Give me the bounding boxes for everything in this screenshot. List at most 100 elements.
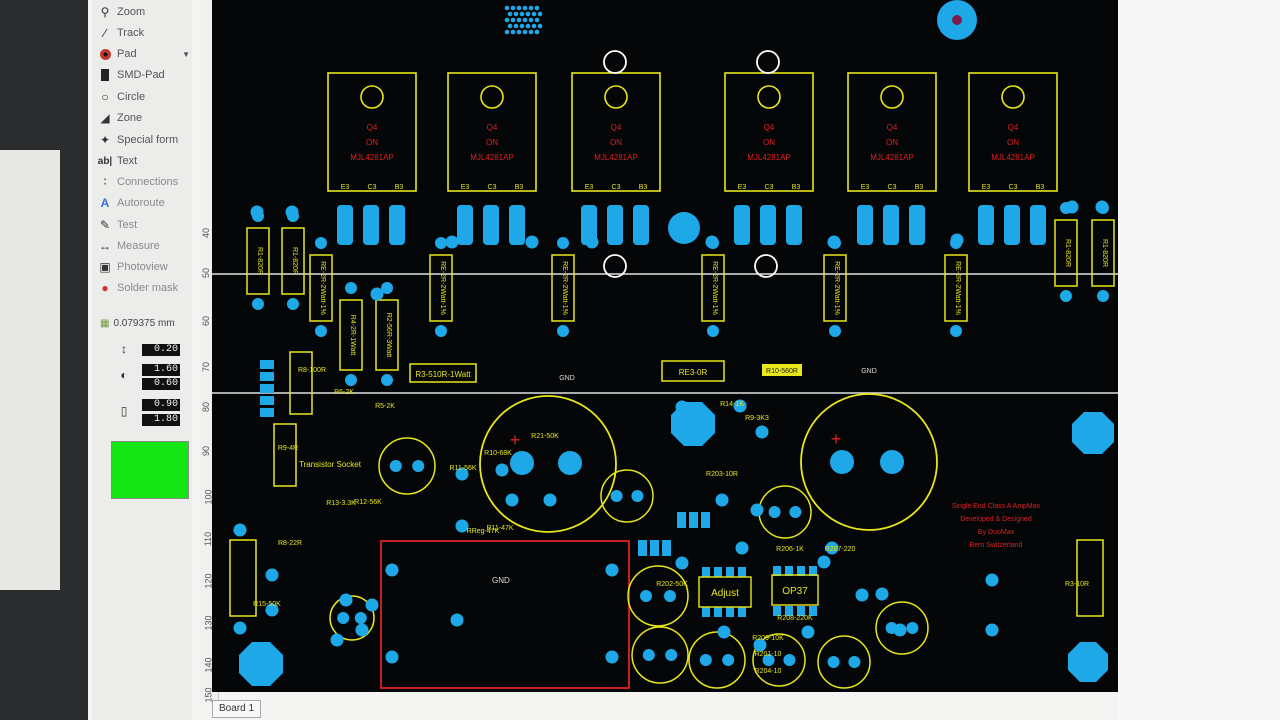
component-label: R5-2K <box>375 403 395 410</box>
header-pin <box>260 396 274 405</box>
active-layer-color[interactable] <box>111 441 189 499</box>
resistor-footprint[interactable]: R1-820R <box>1054 202 1078 302</box>
component-label: R11-56K <box>449 465 476 472</box>
window-blank-area <box>1118 0 1280 720</box>
resistor-footprint[interactable]: R1-820R <box>1091 202 1115 302</box>
transistor-part: MJL4281AP <box>991 153 1035 162</box>
smd-height-value[interactable]: 1.80 <box>142 414 180 426</box>
resistor-footprint[interactable]: RE-2R-2Watt-1% <box>429 237 453 337</box>
pad <box>640 590 652 602</box>
component-label: R203-10R <box>706 471 738 478</box>
tool-measure[interactable]: ↔Measure <box>99 239 160 253</box>
tool-special-form[interactable]: ✦Special form <box>99 133 179 147</box>
resistor-outline <box>429 254 453 322</box>
tool-circle[interactable]: ○Circle <box>98 87 190 107</box>
capacitor-outline <box>800 393 938 531</box>
dropdown-arrow-icon[interactable]: ▼ <box>182 49 190 59</box>
via <box>507 23 513 29</box>
resistor-footprint[interactable]: R4-2R-1Watt <box>339 282 363 386</box>
pin-pad <box>978 205 994 245</box>
pad <box>906 622 919 634</box>
tool-smd-pad[interactable]: SMD-Pad <box>98 65 190 85</box>
tool-test[interactable]: ✎Test <box>99 218 138 232</box>
resistor-footprint[interactable]: RE-2R-2Watt-1% <box>551 237 575 337</box>
resistor-footprint[interactable]: RE-2R-2Watt-1% <box>944 237 968 337</box>
resistor-outline <box>701 254 725 322</box>
transistor-ref: Q4 <box>887 123 898 132</box>
pad <box>287 298 299 310</box>
tool-pad[interactable]: Pad▼ <box>98 44 190 64</box>
pad <box>722 654 735 666</box>
polarity-plus: + <box>510 430 521 450</box>
tool-text[interactable]: ab|Text <box>97 155 138 167</box>
pad <box>605 650 619 664</box>
smd-width-value[interactable]: 0.90 <box>142 399 180 411</box>
pad <box>880 450 904 474</box>
pad <box>557 237 569 249</box>
tool-solder-mask[interactable]: ●Solder mask <box>98 278 190 298</box>
tab-board-1[interactable]: Board 1 <box>212 700 262 718</box>
ruler-tick: 40 <box>201 227 212 239</box>
pad <box>450 613 464 627</box>
via <box>537 23 543 29</box>
tool-zone[interactable]: ◢Zone <box>98 108 190 128</box>
trimmer-label: Adjust <box>711 588 739 599</box>
tool-photoview[interactable]: ▣Photoview <box>99 260 168 274</box>
capacitor-outline <box>479 395 617 533</box>
pad <box>339 593 353 607</box>
ic-label: OP37 <box>782 586 808 597</box>
ic-pin <box>714 567 722 577</box>
pad <box>370 287 384 301</box>
transistor-mfr: ON <box>763 138 775 147</box>
resistor-footprint[interactable]: R2-56R-3Watt <box>375 282 399 386</box>
transistor-part: MJL4281AP <box>594 153 638 162</box>
via <box>510 17 516 23</box>
component-label: R204-10 <box>755 668 782 675</box>
resistor-footprint[interactable]: RE-2R-2Watt-1% <box>701 237 725 337</box>
pad <box>1097 290 1109 302</box>
capacitor-outline <box>688 631 746 689</box>
tool-zoom[interactable]: ⚲Zoom <box>98 2 190 22</box>
grid-icon: ▦ <box>100 318 110 329</box>
resistor-footprint[interactable]: R1-820R <box>281 210 305 310</box>
text-icon: ab| <box>97 155 113 167</box>
component-label: R15-50K <box>253 601 281 608</box>
pin-label: E3 <box>585 184 594 191</box>
resistor-footprint[interactable]: R1-820R <box>246 210 270 310</box>
resistor-footprint[interactable]: RE-2R-2Watt-1% <box>309 237 333 337</box>
pad <box>455 467 469 481</box>
transistor-ref: Q4 <box>1008 123 1019 132</box>
capacitor-outline <box>329 595 375 641</box>
component-label: R202-50K <box>656 581 688 588</box>
track-width-value[interactable]: 0.20 <box>142 344 180 356</box>
pad <box>631 490 644 502</box>
ic-pin <box>702 607 710 617</box>
tool-track[interactable]: ∕Track <box>98 23 190 43</box>
grid-size[interactable]: ▦ 0.079375 mm <box>100 318 175 329</box>
transistor-ref: Q4 <box>487 123 498 132</box>
circle-icon: ○ <box>101 90 109 104</box>
pad <box>950 325 962 337</box>
transistor-outline <box>724 72 814 192</box>
via <box>516 29 522 35</box>
pad <box>985 623 999 637</box>
pad <box>789 506 802 518</box>
pad-inner-value[interactable]: 0.60 <box>142 378 180 390</box>
pad-outer-value[interactable]: 1.60 <box>142 364 180 376</box>
via <box>516 5 522 11</box>
tool-connections[interactable]: ∶Connections <box>98 172 190 192</box>
mounting-hole-outline <box>1001 85 1025 109</box>
pin-pad <box>337 205 353 245</box>
resistor-footprint[interactable]: RE-2R-2Watt-1% <box>823 237 847 337</box>
pin-label: B3 <box>639 184 648 191</box>
pad <box>827 656 840 668</box>
